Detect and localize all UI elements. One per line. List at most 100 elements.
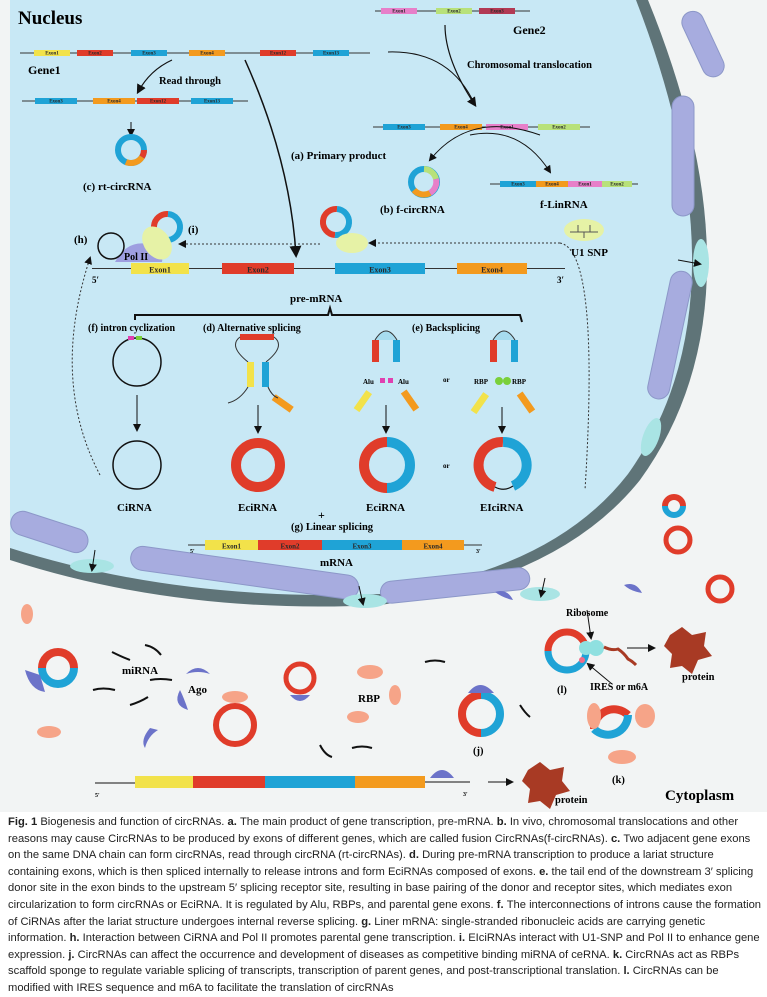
- intron-tails: [227, 386, 279, 404]
- backsplice-loop: [374, 330, 398, 341]
- gene1-label: Gene1: [28, 63, 61, 77]
- mrna-5prime: 5′: [190, 549, 195, 555]
- rbp-blob: [21, 604, 33, 624]
- exon-label: Exon2: [552, 126, 566, 131]
- exon-exon3: [479, 8, 515, 14]
- protein-blob: [522, 762, 570, 809]
- intron-cyclization-label: (f) intron cyclization: [88, 323, 175, 334]
- f-circrna-ring: [408, 166, 440, 198]
- rt-circrna-label: (c) rt-circRNA: [83, 181, 152, 193]
- exon-label: Exon13: [323, 52, 340, 57]
- backsplicing-label: (e) Backsplicing: [412, 323, 480, 334]
- pol-ii-label: Pol II: [124, 252, 148, 263]
- pre-mrna-brace: [134, 304, 523, 323]
- caption-part-text: CircRNAs can be modified with IRES seque…: [8, 965, 719, 994]
- exon-label: Exon12: [150, 100, 167, 105]
- exon1-segment: [247, 362, 254, 387]
- alu-right-label: Alu: [398, 378, 409, 386]
- exon-exon1: [131, 263, 189, 274]
- caption-part-text: CircRNAs can affect the occurrence and d…: [77, 948, 613, 961]
- exon-exon1: [205, 540, 258, 550]
- exon-label: Exon1: [392, 10, 406, 15]
- exon-exon1: [381, 8, 417, 14]
- rbp-blob: [389, 685, 401, 705]
- rbp-blob: [608, 750, 636, 764]
- backsplice-loop: [492, 330, 516, 341]
- floating-circrna-2: [662, 494, 686, 518]
- rbp-dot: [503, 377, 511, 385]
- i-label: (i): [188, 224, 199, 236]
- mirna-strands: [92, 644, 173, 706]
- exon-label: Exon1: [222, 543, 242, 551]
- ago-protein: [186, 668, 210, 674]
- exon-label: Exon4: [481, 266, 503, 275]
- exon-exon2: [538, 124, 580, 130]
- mirna-bound-ring: [283, 661, 317, 695]
- caption-part-key: h.: [69, 932, 83, 945]
- exon-label: Exon2: [610, 183, 624, 188]
- exon-label: Exon2: [280, 543, 300, 551]
- caption-fig-label: Fig. 1: [8, 816, 38, 828]
- nuclear-pore: [520, 587, 560, 601]
- rbp-label: RBP: [358, 693, 380, 705]
- ago-label: Ago: [188, 684, 207, 696]
- nucleus-label: Nucleus: [18, 8, 82, 29]
- exon-exon4: [440, 124, 482, 130]
- nuclear-pore: [343, 594, 387, 608]
- f-lin-arrow: [469, 132, 552, 174]
- mirna-strands: [319, 659, 531, 758]
- lariat-loop: [235, 336, 279, 363]
- elcirna-label: EIciRNA: [480, 502, 523, 514]
- exon-exon13: [191, 98, 233, 104]
- ecirna-ring-2: [359, 437, 415, 493]
- pre-mrna-5prime: 5′: [92, 275, 99, 285]
- mrna-exon4: [355, 776, 425, 788]
- exon-label: Exon4: [200, 52, 214, 57]
- f-circrna-label: (b) f-circRNA: [380, 204, 445, 216]
- caption-part-text: Two adjacent gene exons on the same DNA …: [8, 832, 751, 862]
- exon-label: Exon3: [49, 100, 63, 105]
- k-label: (k): [612, 775, 625, 786]
- exon-exon3: [131, 50, 167, 56]
- l-label: (l): [557, 685, 567, 696]
- exon-label: Exon2: [88, 52, 102, 57]
- caption-part-key: a.: [227, 816, 240, 828]
- exon-exon3: [335, 263, 425, 274]
- rbp-right-label: RBP: [512, 378, 527, 386]
- caption-part-key: f.: [496, 898, 507, 911]
- exon-exon12: [260, 50, 296, 56]
- exon-label: Exon4: [454, 126, 468, 131]
- h-cirna-circle: [97, 232, 125, 260]
- u1-snp-blob: [336, 233, 368, 253]
- alu-pair: [380, 378, 385, 383]
- exon4-segment: [400, 389, 420, 412]
- ago-protein: [143, 728, 158, 748]
- exon-exon2: [602, 181, 632, 187]
- elcirna-ring: [473, 436, 532, 492]
- exon-label: Exon3: [511, 183, 525, 188]
- cytoplasm-label: Cytoplasm: [665, 788, 735, 804]
- exon2-segment: [372, 340, 379, 362]
- protein-label-2: protein: [555, 795, 588, 806]
- export-arrow: [357, 585, 366, 606]
- ago-protein: [25, 670, 45, 692]
- rbp-blob: [357, 665, 383, 679]
- cirna-circle: [112, 440, 162, 490]
- exon-label: Exon13: [204, 100, 221, 105]
- caption-title: Biogenesis and function of circRNAs.: [37, 816, 228, 828]
- caption-part-text: EIciRNAs interact with U1-SNP and Pol II…: [8, 932, 760, 961]
- exon-exon1: [34, 50, 70, 56]
- bottom-mrna-3prime: 3′: [463, 792, 468, 798]
- exon-label: Exon3: [490, 10, 504, 15]
- rbp-left-label: RBP: [474, 378, 489, 386]
- gene2-label: Gene2: [513, 23, 546, 37]
- mirna-label: miRNA: [122, 665, 158, 677]
- exon1-segment: [353, 390, 373, 413]
